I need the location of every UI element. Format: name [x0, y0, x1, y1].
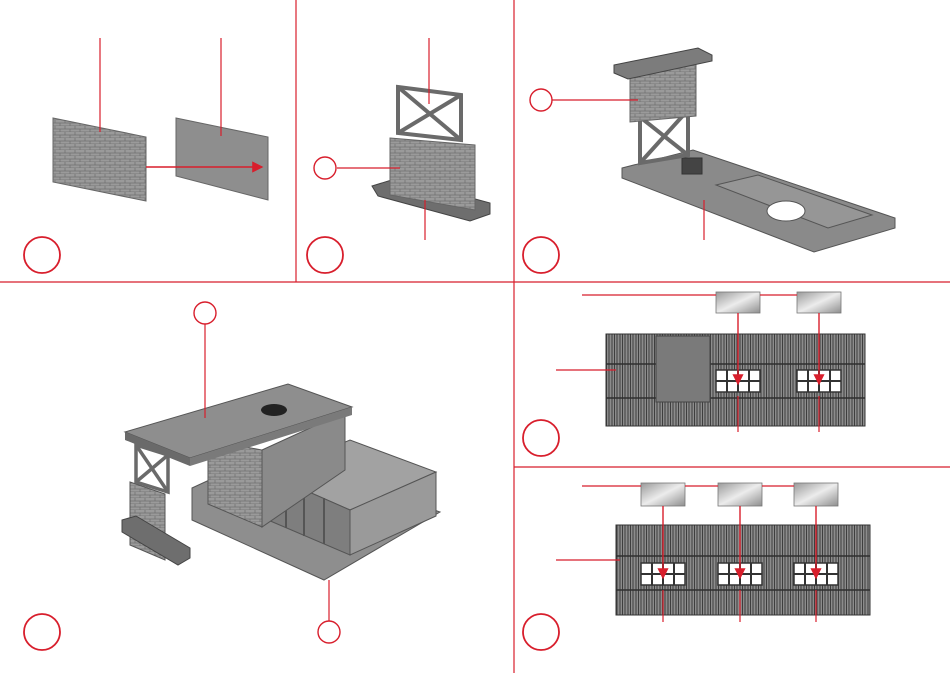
glazing-insert [716, 292, 760, 313]
step-number-badge [523, 420, 559, 456]
step-number-badge [307, 237, 343, 273]
callout-circle [318, 621, 340, 643]
step-number-badge [24, 237, 60, 273]
glazing-insert [794, 483, 838, 506]
step-number-badge [523, 614, 559, 650]
callout-circle [530, 89, 552, 111]
glazing-insert [797, 292, 841, 313]
callout-circle [314, 157, 336, 179]
chimney-opening [261, 404, 287, 416]
panel-step-5 [523, 292, 865, 456]
panel-step-6 [523, 483, 870, 650]
brick-wall-panel-right [176, 118, 268, 200]
callout-circle [194, 302, 216, 324]
panel-step-3 [523, 48, 895, 273]
step-number-badge [24, 614, 60, 650]
stove-block [682, 158, 702, 174]
door-panel [656, 336, 710, 402]
glazing-insert [718, 483, 762, 506]
chimney-opening [767, 201, 805, 221]
panel-step-1 [24, 38, 268, 273]
glazing-insert [641, 483, 685, 506]
panel-step-4 [24, 302, 440, 650]
panel-step-2 [307, 38, 490, 273]
step-number-badge [523, 237, 559, 273]
